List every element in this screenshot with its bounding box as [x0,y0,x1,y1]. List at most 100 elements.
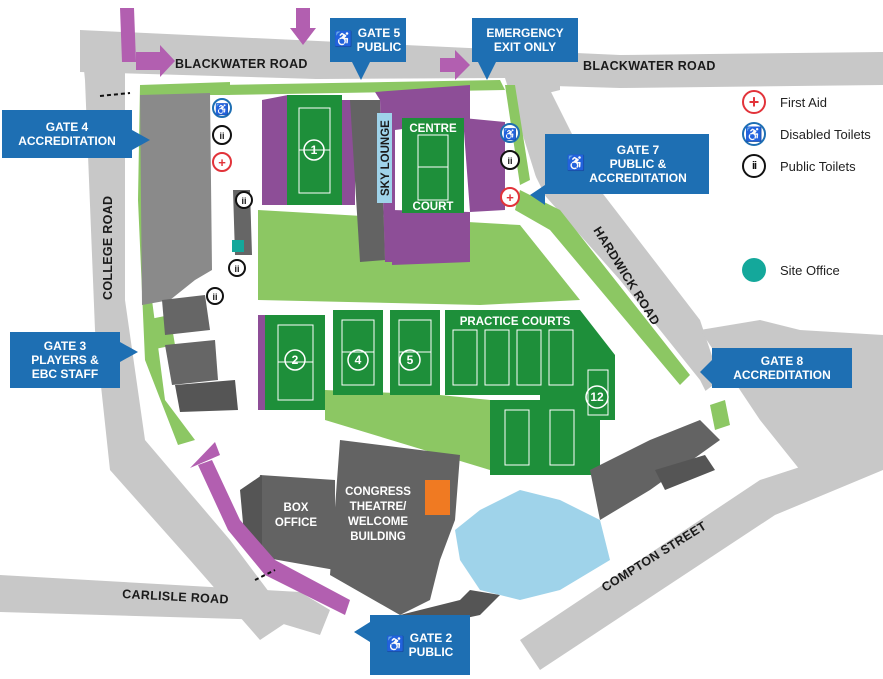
compton-building-2 [655,455,715,490]
legend-public-toilets-label: Public Toilets [780,158,856,174]
gate-7-access-2: ACCREDITATION [589,171,687,185]
gate-7-access-1: PUBLIC & [609,157,667,171]
svg-text:+: + [506,190,514,205]
gate7-arrow [530,185,545,205]
route-north-right [440,58,455,72]
public-toilet-icon[interactable] [235,191,253,209]
first-aid-icon: + [742,90,766,114]
court-1-label: 1 [311,143,318,157]
walking-routes [120,8,470,615]
carlisle-road-label: CARLISLE ROAD [122,587,229,607]
gate5-arrow [352,62,370,80]
centre-court-stand-east [463,118,505,212]
gate8-grass [710,400,730,430]
centre-court-complex [262,85,505,265]
gate-8-access: ACCREDITATION [733,368,831,382]
map-legend: + First Aid ♿ Disabled Toilets ii Public… [742,86,882,286]
legend-disabled-toilets-label: Disabled Toilets [780,126,871,142]
svg-text:ii: ii [507,156,512,166]
compton-street-surface [520,440,883,670]
route-gate2 [198,460,350,615]
site-office-marker[interactable] [232,240,244,252]
first-aid-icon[interactable] [212,152,232,172]
road-markers [99,92,276,581]
route-north-left-head [160,45,175,77]
court-4-label: 4 [355,353,362,367]
public-toilet-icon: ii [742,154,766,178]
congress-highlight [425,480,450,515]
gate-7-title: GATE 7 [616,143,660,157]
svg-text:+: + [218,155,226,170]
east-road-surface [700,320,883,470]
east-grass-strip [515,190,690,385]
centre-court[interactable] [402,118,464,213]
lake [455,490,610,600]
college-road-label: COLLEGE ROAD [101,196,115,300]
first-aid-icon[interactable] [500,187,520,207]
site-office-icon [742,258,766,282]
svg-text:ii: ii [219,131,224,141]
route-north-centre [296,8,310,28]
facility-markers: ♿ ii + ii ii ii ♿ ii + [206,98,520,305]
college-road-surface [80,30,290,640]
gate-2-title: GATE 2 [409,631,453,645]
route-north-right-head [455,50,470,80]
emergency-arrow [478,62,496,80]
gate3-arrow [120,342,138,362]
congress-label-2: THEATRE/ [350,501,407,513]
congress-label-4: BUILDING [350,531,406,543]
svg-text:ii: ii [234,264,239,274]
court-2-label: 2 [292,353,299,367]
legend-site-office-label: Site Office [780,262,840,278]
gate3-building [165,340,218,385]
disabled-toilet-icon: ♿ [742,122,766,146]
public-toilet-icon[interactable] [500,150,520,170]
disabled-toilet-icon[interactable] [212,98,232,118]
route-north-centre-head [290,28,316,45]
blackwater-road-label-left: BLACKWATER ROAD [175,57,308,71]
practice-court-south-1[interactable] [490,400,545,475]
gate-5-title: GATE 5 [357,26,401,40]
gate-3-access-1: PLAYERS & [31,353,99,367]
gate8-arrow [700,360,712,384]
gate-arrows [120,62,712,642]
carlisle-road-surface [0,575,330,635]
gate3-building-2 [175,380,238,412]
emergency-subtitle: EXIT ONLY [493,40,557,54]
legend-site-office: Site Office [742,254,882,286]
court1-stand-east [340,100,355,205]
box-office-label-1: BOX [284,502,309,514]
wheelchair-icon: ♿ [566,155,586,172]
wheelchair-icon: ♿ [334,31,354,48]
court-5-label: 5 [407,353,414,367]
sky-lounge-building [350,100,385,262]
centre-court-label-top: CENTRE [409,123,457,135]
legend-first-aid: + First Aid [742,86,882,118]
public-toilet-icon[interactable] [206,287,224,305]
gate-4-access: ACCREDITATION [18,134,116,148]
legend-first-aid-label: First Aid [780,94,827,110]
legend-public-toilets: ii Public Toilets [742,150,882,182]
emergency-title: EMERGENCY [486,26,564,40]
centre-court-stand-south [392,210,470,265]
court-12-label: 12 [590,390,604,404]
public-toilet-icon[interactable] [228,259,246,277]
svg-text:♿: ♿ [503,128,517,141]
congress-label-3: WELCOME [348,516,408,528]
box-office-building[interactable] [250,475,335,570]
svg-text:ii: ii [212,292,217,302]
svg-text:ii: ii [241,196,246,206]
gate-4-title: GATE 4 [45,120,89,134]
court-number-circles [284,139,609,409]
public-toilet-icon[interactable] [212,125,232,145]
disabled-toilet-icon[interactable] [500,123,520,143]
west-building-main [140,93,212,305]
